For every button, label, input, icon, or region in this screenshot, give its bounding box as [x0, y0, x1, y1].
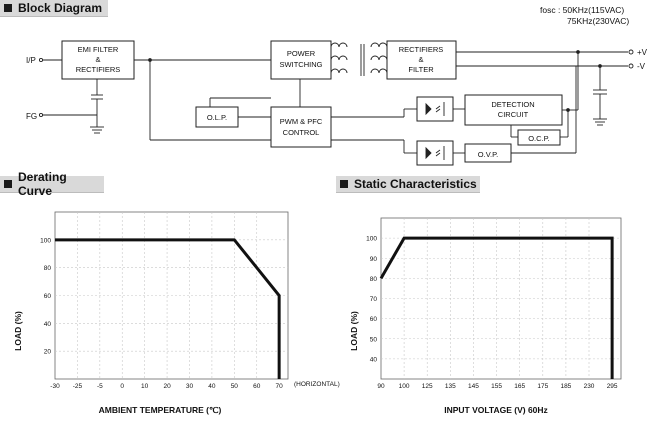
block-diagram-header: Block Diagram [0, 0, 108, 17]
static-x-tick-label: 135 [445, 383, 456, 390]
static-y-ticks: 100 90 80 70 60 50 40 [366, 236, 377, 364]
static-x-tick-label: 90 [377, 383, 385, 390]
derating-x-tick-label: 40 [208, 383, 216, 390]
derating-x-tick-label: 70 [276, 383, 284, 390]
vminus-label: -V [637, 62, 646, 71]
rect-label-amp: & [418, 55, 423, 64]
static-y-tick-label: 60 [370, 316, 378, 323]
section-marker-icon [4, 4, 12, 12]
emi-label-line2: RECTIFIERS [76, 65, 121, 74]
derating-x-tick-label: -5 [97, 383, 103, 390]
diagram-wiring [38, 42, 634, 154]
derating-x-tick-label: 20 [163, 383, 171, 390]
static-characteristics-header: Static Characteristics [336, 176, 480, 193]
derating-x-tick-label: -30 [50, 383, 60, 390]
static-y-tick-label: 90 [370, 256, 378, 263]
static-x-tick-label: 175 [537, 383, 548, 390]
ovp-label: O.V.P. [478, 150, 498, 159]
static-y-axis-label: LOAD (%) [349, 311, 359, 351]
derating-x-suffix: (HORIZONTAL) [294, 381, 340, 388]
optocoupler-lower [416, 140, 454, 166]
derating-series-line [55, 238, 281, 379]
derating-x-tick-label: 10 [141, 383, 149, 390]
opto-diode-icon [425, 102, 432, 116]
block-diagram: fosc : 50KHz(115VAC) 75KHz(230VAC) I/P F… [26, 5, 648, 166]
emi-label-amp: & [95, 55, 100, 64]
derating-x-ticks: -30 -25 -5 0 10 20 30 40 50 60 70 [50, 383, 283, 390]
static-x-tick-label: 165 [514, 383, 525, 390]
input-label: I/P [26, 56, 36, 65]
static-x-tick-label: 295 [607, 383, 618, 390]
static-x-tick-label: 230 [584, 383, 595, 390]
rect-label-line1: RECTIFIERS [399, 45, 444, 54]
ocp-block [517, 129, 561, 146]
static-x-tick-label: 125 [422, 383, 433, 390]
power-label-line1: POWER [287, 49, 316, 58]
optocoupler-upper [416, 96, 454, 122]
derating-y-tick-label: 100 [40, 237, 51, 244]
static-characteristics-title: Static Characteristics [354, 177, 477, 191]
freq-note-line1: fosc : 50KHz(115VAC) [540, 5, 624, 15]
derating-curve-title: Derating Curve [18, 170, 67, 198]
block-diagram-title: Block Diagram [18, 1, 103, 15]
static-grid [380, 217, 622, 380]
derating-x-tick-label: -25 [73, 383, 83, 390]
rect-label-line2: FILTER [408, 65, 434, 74]
derating-x-tick-label: 60 [253, 383, 261, 390]
derating-y-tick-label: 80 [44, 265, 52, 272]
ocp-label: O.C.P. [528, 134, 550, 143]
derating-y-tick-label: 60 [44, 293, 52, 300]
static-x-axis-label: INPUT VOLTAGE (V) 60Hz [444, 405, 548, 415]
olp-label: O.L.P. [207, 113, 227, 122]
pwm-label-line2: CONTROL [283, 128, 320, 137]
detection-circuit-block [464, 94, 563, 126]
static-y-tick-label: 50 [370, 336, 378, 343]
static-x-tick-label: 100 [399, 383, 410, 390]
emi-label-line1: EMI FILTER [78, 45, 119, 54]
static-y-tick-label: 70 [370, 296, 378, 303]
vplus-label: +V [637, 48, 648, 57]
static-y-tick-label: 100 [366, 236, 377, 243]
derating-y-tick-label: 20 [44, 349, 52, 356]
derating-y-axis-label: LOAD (%) [13, 311, 23, 351]
olp-block [195, 106, 239, 128]
derating-x-tick-label: 30 [186, 383, 194, 390]
detect-label-line1: DETECTION [491, 100, 534, 109]
static-series-line [379, 236, 614, 379]
derating-x-tick-label: 50 [231, 383, 239, 390]
derating-y-tick-label: 40 [44, 321, 52, 328]
derating-x-tick-label: 0 [120, 383, 124, 390]
power-switching-block [270, 40, 332, 80]
section-marker-icon [4, 180, 12, 188]
static-x-tick-label: 145 [468, 383, 479, 390]
emi-filter-block [61, 40, 135, 80]
freq-note-line2: 75KHz(230VAC) [567, 16, 629, 26]
static-x-tick-label: 185 [560, 383, 571, 390]
detect-label-line2: CIRCUIT [498, 110, 529, 119]
derating-y-ticks: 100 80 60 40 20 [40, 237, 51, 355]
fg-label: FG [26, 112, 37, 121]
static-x-ticks: 90 100 125 135 145 155 165 175 185 230 295 [377, 383, 618, 390]
power-label-line2: SWITCHING [280, 60, 323, 69]
static-y-tick-label: 40 [370, 356, 378, 363]
static-x-tick-label: 155 [491, 383, 502, 390]
pwm-pfc-block [270, 106, 332, 148]
rectifiers-filter-block [386, 40, 457, 80]
static-y-tick-label: 80 [370, 276, 378, 283]
derating-x-axis-label: AMBIENT TEMPERATURE (℃) [99, 405, 222, 415]
pwm-label-line1: PWM & PFC [280, 117, 323, 126]
ovp-block [464, 143, 512, 163]
derating-curve-header: Derating Curve [0, 170, 104, 198]
section-marker-icon [340, 180, 348, 188]
opto-diode-icon [425, 146, 432, 160]
